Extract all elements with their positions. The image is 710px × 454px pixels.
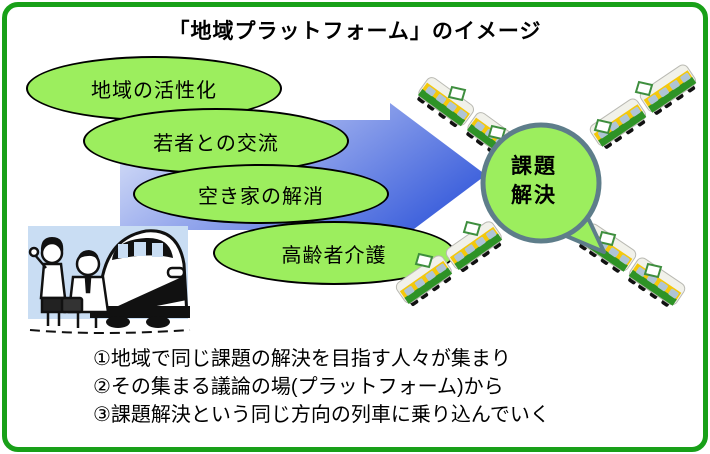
train-icon — [587, 62, 701, 152]
issue-ellipse-vacant-houses: 空き家の解消 — [133, 164, 389, 224]
issue-ellipse-youth-exchange: 若者との交流 — [83, 108, 349, 174]
speech-bubble-icon — [480, 122, 606, 254]
ellipse-label: 地域の活性化 — [91, 80, 217, 102]
step-item-1: ①地域で同じ課題の解決を目指す人々が集まり — [93, 348, 511, 370]
bubble-label-line1: 課題 — [511, 155, 557, 178]
ellipse-label: 空き家の解消 — [198, 185, 324, 208]
step-item-3: ③課題解決という同じ方向の列車に乗り込んでいく — [93, 404, 550, 426]
train-icon — [393, 218, 507, 310]
ellipse-label: 若者との交流 — [153, 132, 279, 155]
step-item-2: ②その集まる議論の場(プラットフォーム)から — [93, 376, 504, 398]
people-and-train-illustration-icon — [28, 226, 191, 334]
diagram-title: 「地域プラットフォーム」のイメージ — [168, 20, 542, 43]
ellipse-label: 高齢者介護 — [281, 244, 387, 267]
step-list: ①地域で同じ課題の解決を目指す人々が集まり ②その集まる議論の場(プラットフォー… — [93, 345, 550, 429]
bubble-label: 課題 解決 — [511, 152, 557, 210]
bubble-label-line2: 解決 — [511, 184, 557, 207]
